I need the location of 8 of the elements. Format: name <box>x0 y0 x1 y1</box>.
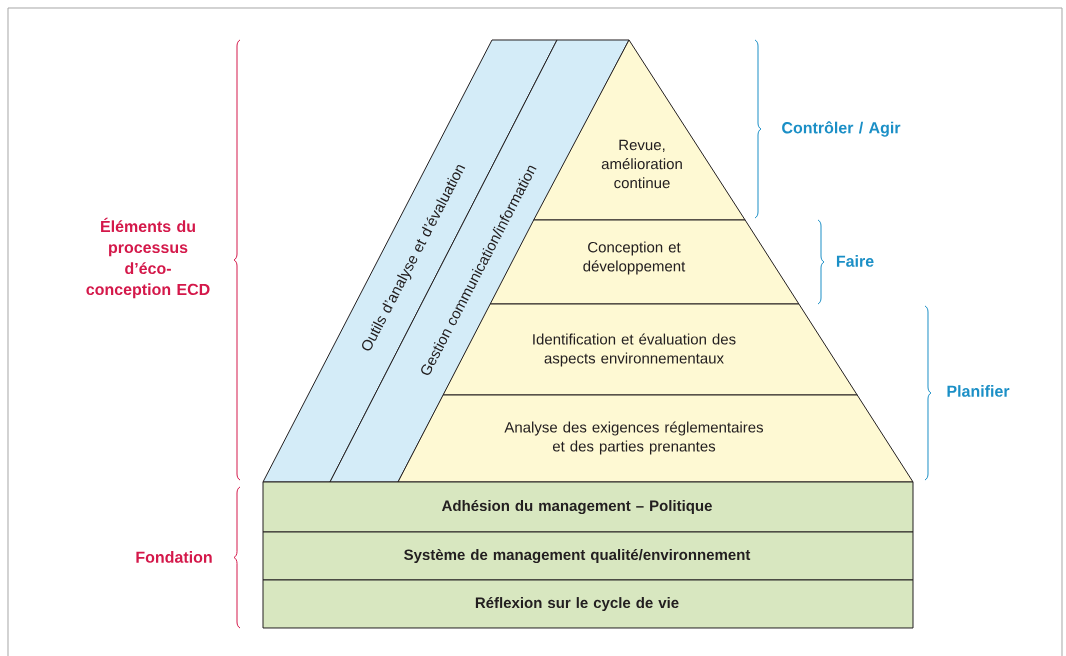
side-label: Fondation <box>136 551 212 563</box>
side-label: Faire <box>836 255 874 267</box>
side-label: Éléments du processus d’éco-conception ECD <box>86 217 210 299</box>
side-label: Planifier <box>947 385 1010 397</box>
foundation-bar: Réflexion sur le cycle de vie <box>262 579 914 629</box>
foundation-bar: Adhésion du management – Politique <box>262 481 914 533</box>
side-label: Contrôler / Agir <box>782 121 901 137</box>
foundation-bar: Système de management qualité/environnement <box>262 531 914 581</box>
